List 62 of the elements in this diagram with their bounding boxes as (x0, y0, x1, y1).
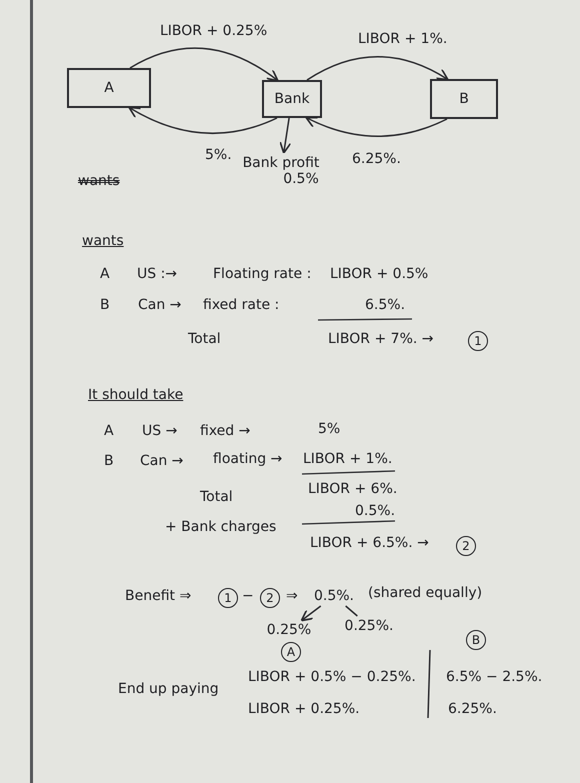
rate-value: 0.5%. (355, 502, 396, 520)
row-letter: B (100, 296, 110, 314)
circled-number: 1 (468, 331, 488, 351)
benefit-value: 0.5%. (314, 588, 354, 604)
party-box (430, 79, 498, 119)
note: floating → (213, 450, 282, 468)
arrow (128, 106, 278, 134)
rate-value: LIBOR + 6.5%. → (310, 534, 429, 552)
note: Benefit ⇒ (125, 587, 192, 605)
arrow (305, 116, 448, 137)
profit-note: Bank profit (242, 155, 320, 171)
arrow (279, 118, 292, 154)
circled-letter: A (281, 642, 301, 662)
note: Can → (140, 452, 184, 470)
edge-label: LIBOR + 1%. (358, 30, 448, 48)
note: End up paying (118, 680, 219, 698)
profit-note: 0.5% (283, 171, 319, 187)
rate-value: LIBOR + 0.5% − 0.25%. (248, 668, 416, 686)
rate-value: LIBOR + 7%. → (328, 330, 434, 348)
arrow (306, 56, 449, 81)
circled-number: 2 (260, 588, 280, 608)
crossed-out-word: wants (78, 172, 120, 190)
rate-value: 6.25%. (448, 700, 497, 718)
edge-label: 6.25%. (352, 150, 401, 168)
note: Floating rate : (213, 265, 312, 283)
party-box (67, 68, 151, 108)
note: US → (142, 422, 178, 440)
share-value: 0.25%. (344, 618, 394, 634)
row-letter: A (100, 265, 110, 283)
circled-number: 2 (456, 536, 476, 556)
note: fixed → (200, 422, 250, 440)
rate-value: LIBOR + 1%. (303, 450, 392, 468)
bank-box (262, 80, 322, 118)
box-label: A (104, 80, 114, 96)
rate-value: 5% (318, 420, 340, 438)
rate-value: LIBOR + 0.25%. (248, 700, 360, 718)
heading: It should take (88, 386, 184, 404)
share-value: 0.25% (266, 622, 312, 638)
note: fixed rate : (203, 296, 280, 314)
note: (shared equally) (368, 584, 482, 602)
note: Can → (138, 296, 182, 314)
heading: wants (82, 232, 124, 250)
circled-letter: B (466, 630, 486, 650)
note: US :→ (137, 265, 178, 283)
note: + Bank charges (165, 518, 276, 536)
note: − (242, 587, 254, 605)
edge-label: LIBOR + 0.25% (160, 22, 268, 40)
arrow (300, 605, 322, 622)
box-label: Bank (274, 91, 310, 107)
circled-number: 1 (218, 588, 238, 608)
total-label: Total (188, 330, 221, 348)
row-letter: A (104, 422, 114, 440)
edge-label: 5%. (205, 146, 232, 164)
arrow (130, 47, 279, 82)
box-label: B (459, 91, 469, 107)
rate-value: 6.5% − 2.5%. (446, 668, 542, 686)
rate-value: LIBOR + 0.5% (330, 265, 428, 283)
row-letter: B (104, 452, 114, 470)
total-label: Total (200, 488, 233, 506)
rate-value: LIBOR + 6%. (308, 480, 398, 498)
rate-value: 6.5%. (365, 296, 406, 314)
note: ⇒ (286, 587, 298, 605)
